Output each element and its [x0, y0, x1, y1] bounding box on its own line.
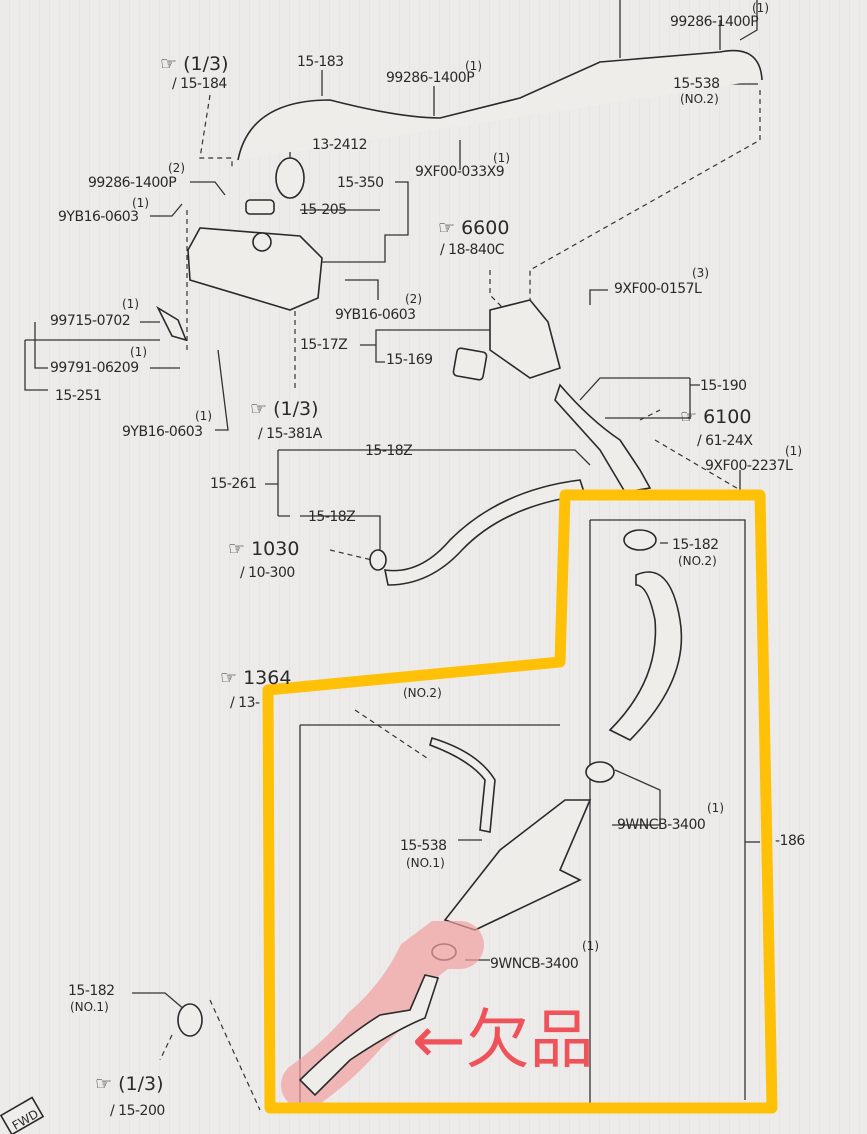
leader-lines	[24, 0, 760, 1110]
qty-label: (1)	[465, 59, 482, 73]
part-label: 9XF00-2237L	[705, 458, 793, 474]
part-label: 9YB16-0603	[335, 307, 416, 323]
part-label: 99715-0702	[50, 313, 130, 329]
qty-label: (1)	[132, 196, 149, 210]
part-label: 15-183	[297, 54, 344, 70]
coolant-reservoir	[187, 227, 323, 311]
part-label: 15-18Z	[365, 443, 412, 459]
part-note: (NO.1)	[70, 1000, 109, 1014]
qty-label: (1)	[493, 151, 510, 165]
ref-pointer: ☞ (1/3)	[250, 398, 318, 420]
part-label: 9YB16-0603	[122, 424, 203, 440]
water-pipe-15-190	[554, 383, 652, 493]
qty-label: (1)	[122, 297, 139, 311]
part-note: (NO.2)	[678, 554, 717, 568]
qty-label: (1)	[195, 409, 212, 423]
part-label: 15-18Z	[308, 509, 355, 525]
part-label: 99286-1400P	[386, 70, 474, 86]
reference-labels: ☞ (1/3) / 15-184 ☞ 6600 / 18-840C ☞ (1/3…	[95, 53, 754, 1119]
qty-label: (1)	[752, 1, 769, 15]
ref-sub: / 15-200	[110, 1103, 165, 1119]
ref-sub: / 13-	[230, 695, 260, 711]
qty-label: (3)	[692, 266, 709, 280]
reservoir-cap	[252, 232, 272, 252]
part-label: 99286-1400P	[670, 14, 758, 30]
part-label: 9XF00-033X9	[415, 164, 504, 180]
fwd-badge	[0, 1096, 45, 1134]
upper-radiator-hose	[608, 571, 683, 741]
clamp-15-182-no1	[177, 1003, 203, 1037]
qty-label: (2)	[405, 292, 422, 306]
ref-sub: / 61-24X	[697, 433, 753, 449]
ref-pointer: ☞ 6600	[438, 217, 509, 239]
clamp-15-18z	[369, 549, 387, 571]
part-note: (NO.2)	[680, 92, 719, 106]
thermostat-housing	[489, 299, 561, 379]
qty-label: (2)	[168, 161, 185, 175]
part-label: 15-350	[337, 175, 384, 191]
ref-pointer: ☞ 1364	[220, 667, 291, 689]
part-label: 15-538	[400, 838, 447, 854]
qty-label: (1)	[130, 345, 147, 359]
overflow-hose	[237, 49, 763, 161]
part-label: -186	[775, 833, 805, 849]
part-label: 9YB16-0603	[58, 209, 139, 225]
part-label: 9XF00-0157L	[614, 281, 702, 297]
part-label: 99286-1400P	[88, 175, 176, 191]
part-label: 9WNCB-3400	[490, 956, 578, 972]
part-label: 15-190	[700, 378, 747, 394]
part-label: 15-261	[210, 476, 257, 492]
clamp-15-182-no2	[623, 529, 657, 551]
gasket-15-169	[452, 347, 488, 381]
part-label: (NO.2)	[403, 686, 442, 700]
part-label: 15-182	[672, 537, 719, 553]
ref-pointer: ☞ (1/3)	[160, 53, 228, 75]
dashed-lines	[159, 90, 761, 1111]
ref-sub: / 18-840C	[440, 242, 505, 258]
missing-part-annotation: ←欠品	[412, 1004, 594, 1078]
ref-pointer: ☞ 6100	[680, 406, 751, 428]
qty-label: (1)	[707, 801, 724, 815]
part-label: 15-17Z	[300, 337, 347, 353]
bypass-hose	[429, 736, 496, 833]
bracket-15-205	[245, 199, 275, 215]
part-note: (NO.1)	[406, 856, 445, 870]
part-label: 15-205	[300, 202, 347, 218]
tank-cap-ring	[275, 157, 305, 199]
parts-drawings	[0, 49, 763, 1134]
part-label: 15-182	[68, 983, 115, 999]
part-label: 15-169	[386, 352, 433, 368]
sensor-99715	[156, 305, 188, 342]
part-labels: 15-183 (1) 99286-1400P (1) 99286-1400P 1…	[10, 1, 806, 1133]
part-label: 99791-06209	[50, 360, 139, 376]
clamp-9wncb-upper	[585, 761, 615, 783]
qty-label: (1)	[582, 939, 599, 953]
part-label: 9WNCB-3400	[617, 817, 705, 833]
qty-label: (1)	[785, 444, 802, 458]
part-label: 15-538	[673, 76, 720, 92]
ref-pointer: ☞ 1030	[228, 538, 299, 560]
part-label: 15-251	[55, 388, 102, 404]
part-label: 13-2412	[312, 137, 367, 153]
ref-pointer: ☞ (1/3)	[95, 1073, 163, 1095]
ref-sub: / 15-381A	[258, 426, 323, 442]
ref-sub: / 10-300	[240, 565, 295, 581]
highlight-outline	[262, 489, 778, 1114]
lower-radiator-hose	[298, 974, 440, 1097]
ref-sub: / 15-184	[172, 76, 227, 92]
water-pipe-assembly	[443, 799, 592, 931]
hose-15-261	[383, 479, 587, 586]
